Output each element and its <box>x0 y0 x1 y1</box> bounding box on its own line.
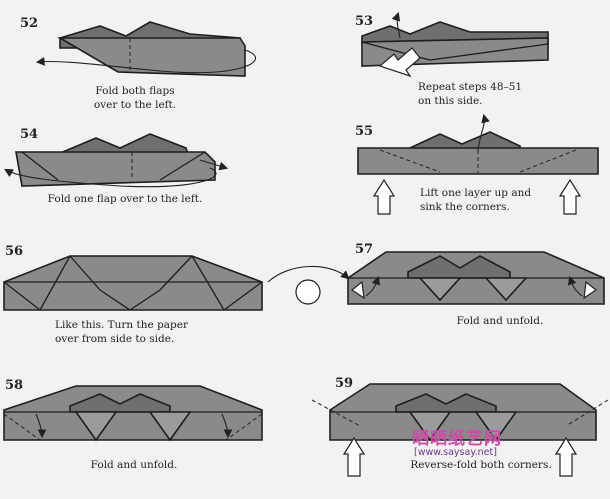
step-53-figure <box>361 11 549 78</box>
step-caption: Repeat steps 48–51 on this side. <box>418 80 558 108</box>
step-caption: Like this. Turn the paper over from side… <box>55 318 215 346</box>
step-55-figure <box>357 113 599 215</box>
step-number: 54 <box>20 127 39 142</box>
step-number: 52 <box>20 16 39 31</box>
step-caption: Fold and unfold. <box>90 459 178 471</box>
step-59-figure <box>311 383 609 477</box>
caption-line: Like this. Turn the paper <box>55 319 189 331</box>
step-54-figure <box>4 133 229 188</box>
caption-line: sink the corners. <box>420 201 510 213</box>
watermark-url: [www.saysay.net] <box>414 447 497 458</box>
step-caption: Fold and unfold. <box>456 315 544 327</box>
caption-line: on this side. <box>418 95 483 107</box>
caption-line: over from side to side. <box>55 333 175 345</box>
step-number: 53 <box>355 14 374 29</box>
caption-line: over to the left. <box>93 99 177 111</box>
step-56-figure <box>3 255 350 311</box>
step-caption: Fold both flaps over to the left. <box>80 84 190 112</box>
caption-line: Fold both flaps <box>95 85 175 97</box>
caption-line: Lift one layer up and <box>420 187 532 199</box>
step-number: 59 <box>335 376 354 391</box>
step-number: 56 <box>5 244 24 259</box>
step-58-figure <box>3 385 263 442</box>
step-caption: Lift one layer up and sink the corners. <box>420 186 560 214</box>
step-caption: Reverse-fold both corners. <box>410 459 552 471</box>
step-57-figure <box>347 251 605 305</box>
watermark-title: 晒晒纸艺网 <box>412 429 502 449</box>
caption-line: Repeat steps 48–51 <box>418 81 523 93</box>
step-number: 58 <box>5 378 24 393</box>
step-number: 57 <box>355 242 374 257</box>
step-number: 55 <box>355 124 374 139</box>
step-caption: Fold one flap over to the left. <box>47 193 203 205</box>
step-52-figure <box>35 21 257 77</box>
